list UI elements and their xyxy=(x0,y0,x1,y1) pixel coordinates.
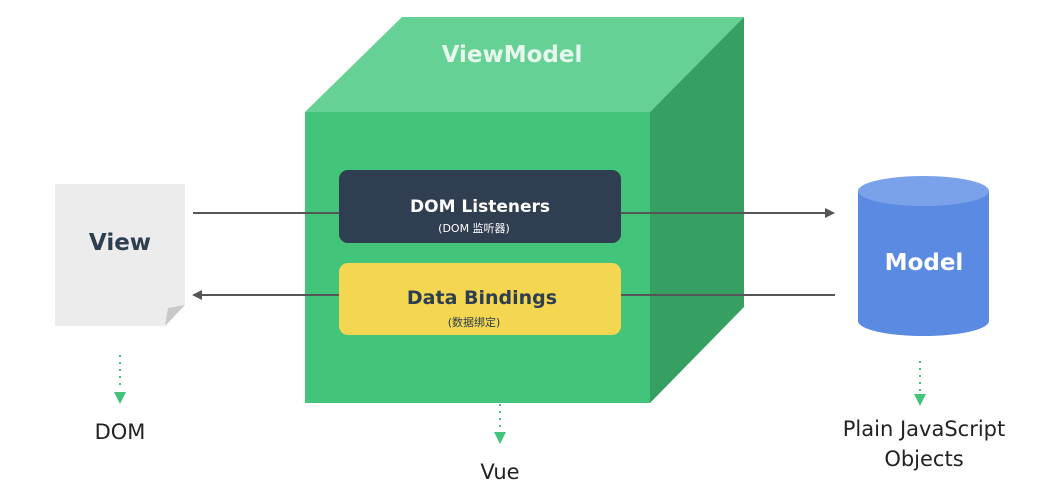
cube-front-face xyxy=(305,112,650,403)
model-label: Model xyxy=(884,250,964,276)
model-database-icon xyxy=(858,176,989,336)
viewmodel-title: ViewModel xyxy=(441,42,583,68)
view-label: View xyxy=(88,230,152,256)
cube-side-face xyxy=(650,17,744,403)
vue-label: Vue xyxy=(480,460,520,484)
vue-down-dotted-arrow xyxy=(494,404,506,444)
model-down-dotted-arrow xyxy=(914,361,926,406)
plain-js-objects-label: Plain JavaScript Objects xyxy=(843,414,1005,474)
plain-js-line2: Objects xyxy=(884,447,964,471)
dom-listeners-box xyxy=(339,170,621,243)
dom-down-dotted-arrow xyxy=(114,355,126,404)
data-bindings-title: Data Bindings xyxy=(406,287,558,309)
data-bindings-subtitle: (数据绑定) xyxy=(447,316,501,329)
plain-js-line1: Plain JavaScript xyxy=(842,417,1006,441)
data-bindings-box xyxy=(339,263,621,335)
dom-listeners-subtitle: (DOM 监听器) xyxy=(438,222,510,235)
viewmodel-cube xyxy=(305,17,744,403)
dom-label: DOM xyxy=(94,420,146,444)
view-document-icon xyxy=(55,184,185,326)
cube-top-face xyxy=(305,17,744,112)
dom-listeners-title: DOM Listeners xyxy=(410,197,550,217)
